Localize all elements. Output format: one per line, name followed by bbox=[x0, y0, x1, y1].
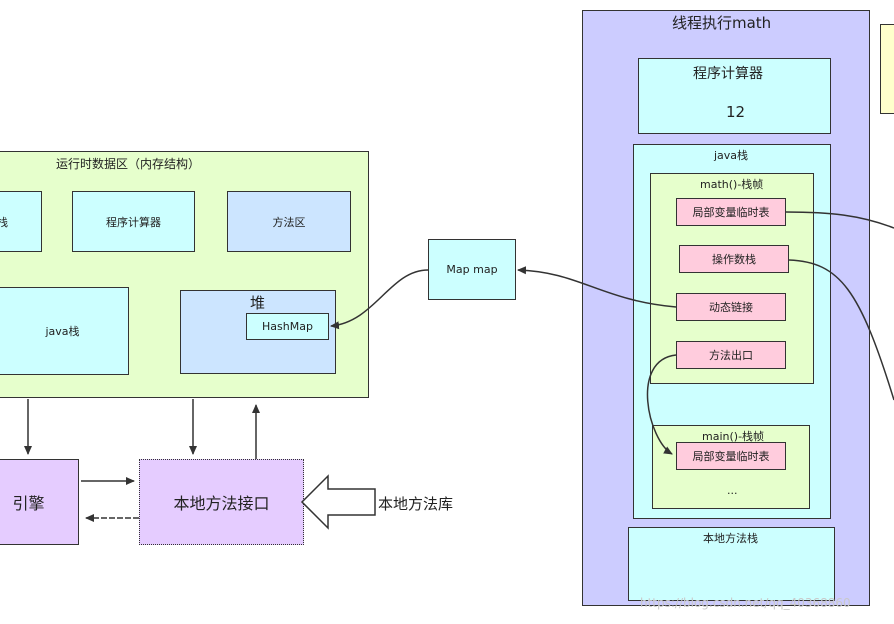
native-method-stack-label: 本地方法栈 bbox=[703, 532, 758, 545]
math-method-exit-label: 方法出口 bbox=[709, 349, 753, 362]
java-stack-box: java栈 bbox=[0, 287, 129, 375]
thread-pc-box bbox=[638, 58, 831, 134]
math-dynamic-link-label: 动态链接 bbox=[709, 301, 753, 314]
stack-box-left: 栈 bbox=[0, 191, 42, 252]
runtime-data-area-title: 运行时数据区（内存结构） bbox=[56, 157, 201, 171]
operand-stack-outgoing-line bbox=[788, 259, 894, 401]
java-stack-label: java栈 bbox=[45, 325, 80, 338]
native-interface-box: 本地方法接口 bbox=[139, 459, 304, 545]
native-library-label: 本地方法库 bbox=[378, 495, 454, 513]
main-frame-title: main()-栈帧 bbox=[702, 430, 765, 443]
math-operand-stack-label: 操作数栈 bbox=[712, 253, 756, 266]
watermark: https://blog.csdn.net/qq_40368860 bbox=[640, 596, 851, 610]
method-area-label: 方法区 bbox=[272, 215, 306, 229]
main-local-vars-label: 局部变量临时表 bbox=[692, 450, 770, 463]
main-local-vars: 局部变量临时表 bbox=[676, 442, 786, 470]
math-dynamic-link: 动态链接 bbox=[676, 293, 786, 321]
note-box-partial bbox=[880, 24, 894, 114]
math-frame-title: math()-栈帧 bbox=[700, 178, 764, 191]
math-operand-stack: 操作数栈 bbox=[679, 245, 789, 273]
stack-box-label: 栈 bbox=[0, 215, 8, 229]
pc-register-box: 程序计算器 bbox=[72, 191, 195, 252]
thread-pc-label: 程序计算器 bbox=[693, 66, 763, 82]
local-vars-outgoing-line bbox=[785, 211, 894, 229]
map-reference-label: Map map bbox=[446, 263, 498, 276]
map-to-hashmap-arrow bbox=[330, 269, 429, 330]
heap-label: 堆 bbox=[250, 294, 266, 312]
execution-engine-box: 引擎 bbox=[0, 459, 79, 545]
pc-register-label: 程序计算器 bbox=[106, 215, 161, 229]
main-frame-ellipsis: ... bbox=[727, 484, 738, 497]
thread-java-stack-label: java栈 bbox=[714, 149, 749, 162]
map-reference-box: Map map bbox=[428, 239, 516, 300]
method-exit-to-main-arrow bbox=[646, 354, 677, 455]
math-local-vars: 局部变量临时表 bbox=[676, 198, 786, 226]
thread-pc-value: 12 bbox=[726, 103, 746, 121]
hashmap-box: HashMap bbox=[246, 313, 329, 340]
execution-engine-label: 引擎 bbox=[12, 494, 45, 513]
hashmap-label: HashMap bbox=[262, 320, 313, 333]
native-method-stack-box bbox=[628, 527, 835, 601]
native-interface-label: 本地方法接口 bbox=[173, 494, 270, 513]
dynamic-link-to-map-arrow bbox=[517, 266, 677, 308]
math-local-vars-label: 局部变量临时表 bbox=[692, 206, 770, 219]
method-area-box: 方法区 bbox=[227, 191, 351, 252]
native-library-hollow-arrow bbox=[300, 474, 376, 530]
thread-title: 线程执行math bbox=[672, 14, 772, 32]
math-method-exit: 方法出口 bbox=[676, 341, 786, 369]
